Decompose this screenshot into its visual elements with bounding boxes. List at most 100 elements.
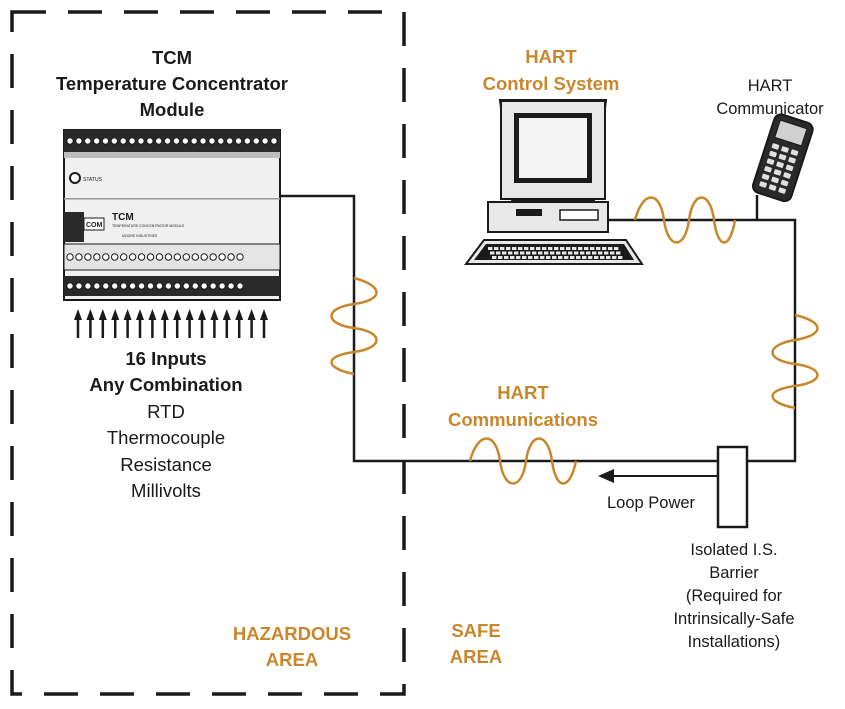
communicator-key xyxy=(769,150,777,158)
terminal-screw xyxy=(84,253,92,261)
barrier-line2: Barrier xyxy=(709,564,759,582)
keyboard-key xyxy=(552,256,557,259)
keyboard-key xyxy=(584,247,589,250)
status-led xyxy=(69,172,81,184)
terminal-screw xyxy=(119,253,128,261)
keyboard-key xyxy=(512,247,517,250)
keyboard-key xyxy=(528,256,533,259)
input-type-thermocouple: Thermocouple xyxy=(107,427,225,448)
terminal-screw xyxy=(199,137,207,145)
communicator-key xyxy=(778,153,787,161)
tcm-module-device: STATUS COM TCM TEMPERATURE CONCENTRATOR … xyxy=(63,129,281,301)
terminal-screw xyxy=(182,253,191,261)
keyboard-key xyxy=(618,256,623,259)
terminal-screw xyxy=(182,282,191,290)
keyboard-key xyxy=(542,247,547,250)
keyboard-key xyxy=(594,256,599,259)
wave-left-vertical xyxy=(330,276,378,376)
barrier-line4: Intrinsically-Safe xyxy=(673,610,794,628)
keyboard-key xyxy=(516,256,521,259)
loop-power-arrow xyxy=(598,469,718,483)
terminal-screw xyxy=(66,253,74,261)
input-arrow xyxy=(98,309,107,338)
terminal-screw xyxy=(173,282,182,290)
keyboard-key xyxy=(616,251,621,255)
safe-area-line1: SAFE xyxy=(451,620,500,641)
keyboard-key xyxy=(606,256,611,259)
keyboard-key xyxy=(598,251,603,255)
terminal-screw xyxy=(218,282,226,290)
keyboard-key xyxy=(600,256,605,259)
terminal-screw xyxy=(190,137,198,145)
keyboard-key xyxy=(602,247,607,250)
terminal-screw xyxy=(225,137,234,145)
keyboard-key xyxy=(510,256,515,259)
input-arrow xyxy=(185,309,194,338)
keyboard-key xyxy=(592,251,597,255)
keyboard-key xyxy=(500,247,505,250)
communicator-key xyxy=(761,173,770,181)
is-barrier-box xyxy=(716,445,749,529)
terminal-screw xyxy=(163,137,172,145)
terminal-screw xyxy=(191,282,199,290)
terminal-screw xyxy=(137,282,146,290)
keyboard-key xyxy=(574,251,579,255)
barrier-line1: Isolated I.S. xyxy=(690,541,777,559)
keyboard-key xyxy=(554,247,559,250)
terminal-screw xyxy=(270,137,278,145)
terminal-screw xyxy=(155,282,164,290)
keyboard-key xyxy=(570,256,575,259)
keyboard-key xyxy=(614,247,619,250)
communicator-key xyxy=(780,179,789,187)
terminal-screw xyxy=(93,253,101,261)
input-arrow xyxy=(260,309,268,338)
communicator-key xyxy=(759,181,767,188)
keyboard-key xyxy=(564,256,569,259)
input-arrow xyxy=(148,309,157,338)
terminal-screw xyxy=(137,137,145,145)
keyboard-key xyxy=(536,247,541,250)
keyboard-key xyxy=(534,256,539,259)
terminal-screw xyxy=(234,137,243,145)
hart-communications-label: HART Communications xyxy=(448,382,598,430)
terminal-screw xyxy=(137,253,146,261)
terminal-screw xyxy=(119,137,127,145)
tcm-title-line1: TCM xyxy=(152,47,192,68)
terminal-screw xyxy=(252,137,260,145)
keyboard-key xyxy=(582,256,587,259)
barrier-label: Isolated I.S. Barrier (Required for Intr… xyxy=(673,541,794,651)
input-arrows xyxy=(74,309,268,338)
keyboard-key xyxy=(494,247,499,250)
keyboard-key xyxy=(566,247,571,250)
terminal-screw xyxy=(75,282,83,290)
terminal-screw xyxy=(218,253,226,261)
device-subtext: TEMPERATURE CONCENTRATOR MODULE xyxy=(112,224,185,228)
input-arrow xyxy=(247,309,256,338)
terminal-screw xyxy=(200,282,208,290)
hazardous-area-line2: AREA xyxy=(266,649,318,670)
terminal-screw xyxy=(84,282,92,290)
hart-control-line2: Control System xyxy=(483,73,620,94)
device-com-label: COM xyxy=(86,222,103,229)
communicator-key xyxy=(781,146,789,153)
wave-top-horizontal xyxy=(633,196,737,244)
communicator-keys xyxy=(759,143,799,194)
keyboard-key xyxy=(604,251,609,255)
keyboard-key xyxy=(562,251,567,255)
terminal-screw xyxy=(164,282,173,290)
communicator-key xyxy=(783,172,791,179)
barrier-line3: (Required for xyxy=(686,587,783,605)
keyboard-key xyxy=(498,256,503,259)
input-type-rtd: RTD xyxy=(147,401,185,422)
terminal-screw xyxy=(146,282,155,290)
inputs-line1: 16 Inputs xyxy=(125,348,206,369)
terminal-screw xyxy=(209,282,217,290)
barrier-line5: Installations) xyxy=(688,633,781,651)
terminal-screw xyxy=(173,253,182,261)
safe-area-label: SAFE AREA xyxy=(450,620,502,667)
device-status-label: STATUS xyxy=(83,177,103,183)
terminal-screw xyxy=(102,282,110,290)
terminal-screw xyxy=(93,282,101,290)
terminal-screw xyxy=(66,137,74,145)
keyboard-key xyxy=(518,247,523,250)
